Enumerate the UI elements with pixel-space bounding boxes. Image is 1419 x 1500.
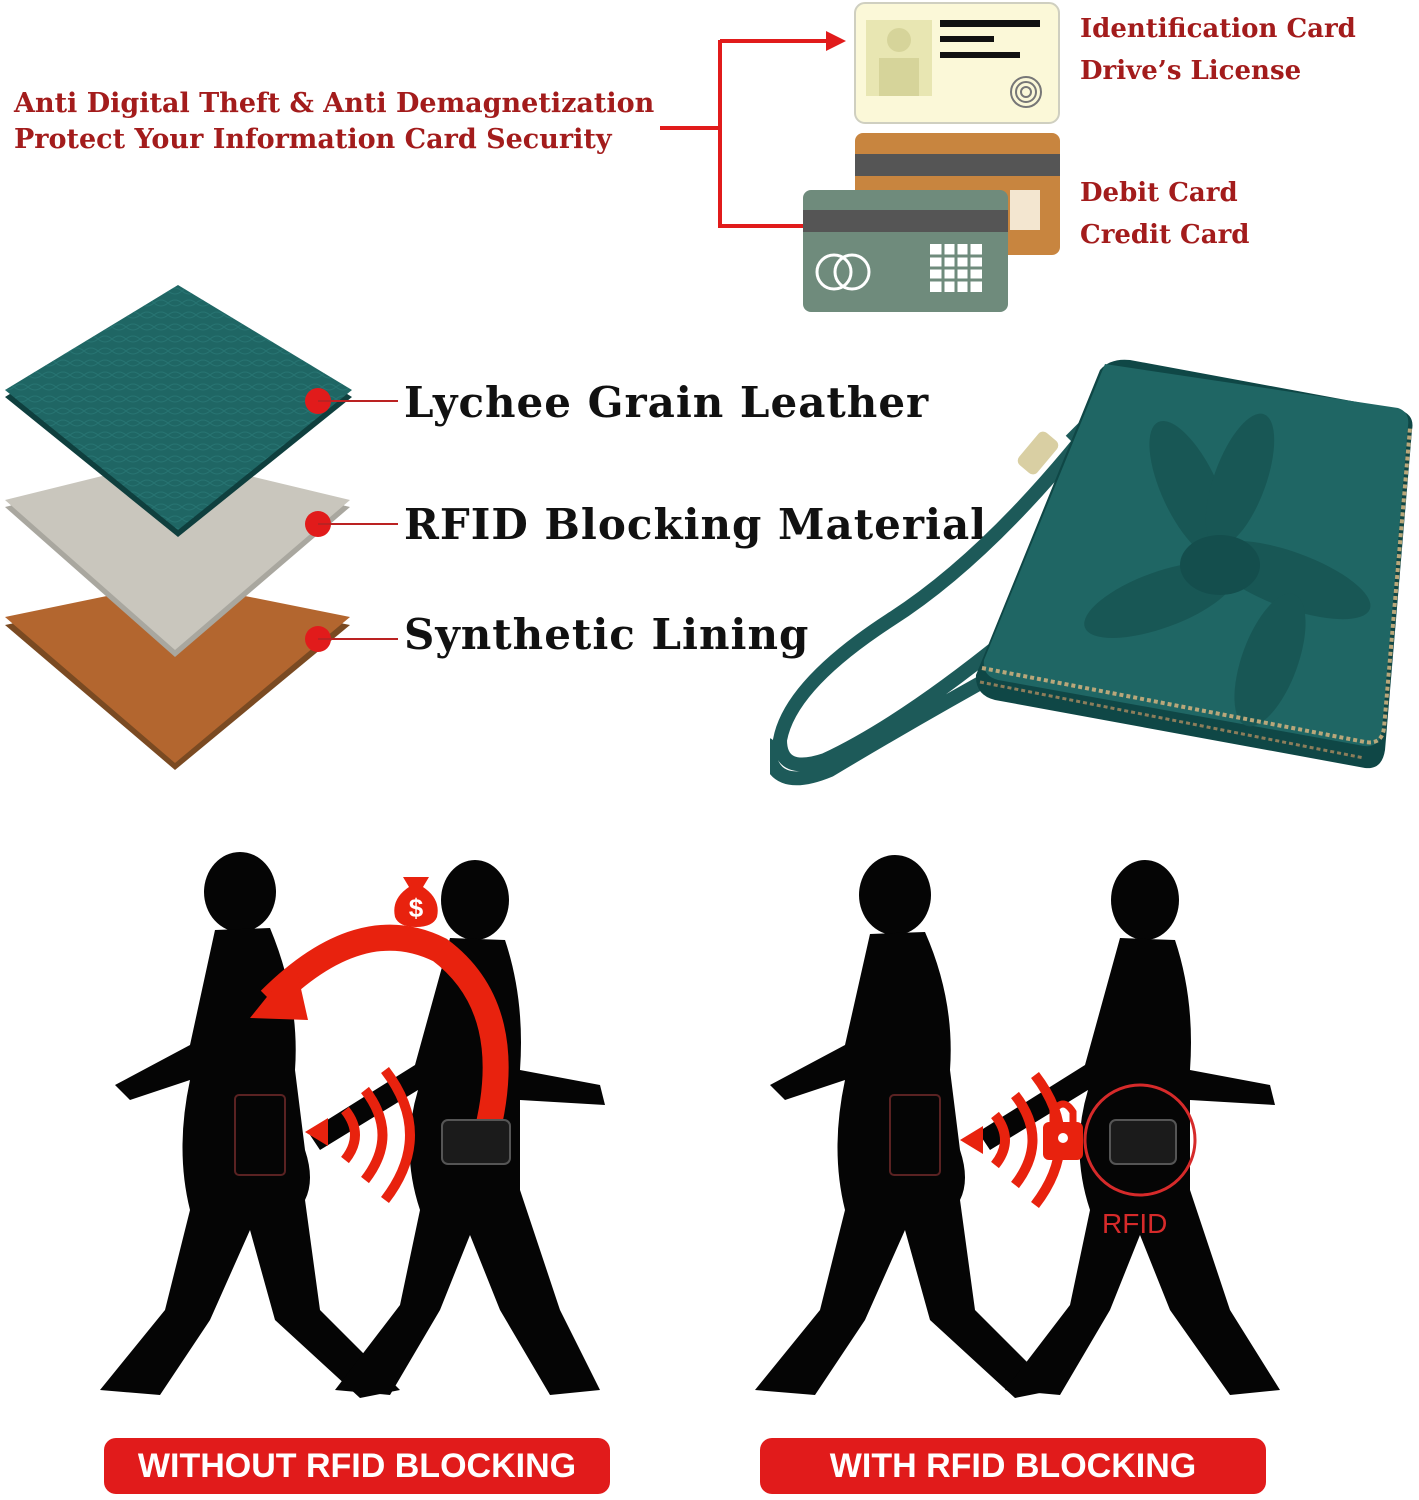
- debit-card-label: Debit Card: [1080, 178, 1238, 208]
- reader-device: [889, 1094, 941, 1176]
- credit-card-label: Credit Card: [1080, 220, 1250, 250]
- bank-cards-illustration: [803, 133, 1060, 312]
- with-rfid-blocking-label: WITH RFID BLOCKING: [760, 1438, 1266, 1494]
- lock-icon: [1043, 1100, 1083, 1160]
- wallet-product-image: [770, 359, 1413, 786]
- scene-with-rfid-blocking: [755, 855, 1280, 1398]
- money-bag-icon: $: [394, 877, 438, 927]
- arrow-icon: [250, 962, 308, 1020]
- rfid-shield-text: RFID: [1102, 1208, 1168, 1239]
- license-label: Drive’s License: [1080, 56, 1302, 86]
- claim-line-1: Anti Digital Theft & Anti Demagnetizatio…: [14, 88, 655, 119]
- claim-line-2: Protect Your Information Card Security: [14, 124, 612, 155]
- pocket-wallet: [1109, 1119, 1177, 1165]
- victim-silhouette: [100, 852, 400, 1398]
- thief-silhouette: [978, 860, 1280, 1395]
- layer-label-rfid: RFID Blocking Material: [404, 500, 988, 549]
- reader-device: [234, 1094, 286, 1176]
- thief-silhouette: [308, 860, 605, 1395]
- synthetic-lining-layer: [5, 582, 350, 763]
- without-rfid-blocking-label: WITHOUT RFID BLOCKING: [104, 1438, 610, 1494]
- signal-waves-icon: [340, 1066, 415, 1204]
- scene-without-rfid-blocking: $: [100, 852, 605, 1398]
- layer-label-lining: Synthetic Lining: [404, 610, 810, 659]
- rfid-blocking-layer: [5, 458, 350, 650]
- pocket-wallet: [441, 1119, 511, 1165]
- victim-silhouette: [755, 855, 1055, 1398]
- layer-label-leather: Lychee Grain Leather: [404, 378, 930, 427]
- svg-text:$: $: [409, 893, 424, 923]
- arrow-icon: [826, 31, 846, 51]
- material-layers-illustration: [5, 285, 398, 770]
- id-card-label: Identification Card: [1080, 14, 1356, 44]
- id-card-illustration: [854, 2, 1060, 124]
